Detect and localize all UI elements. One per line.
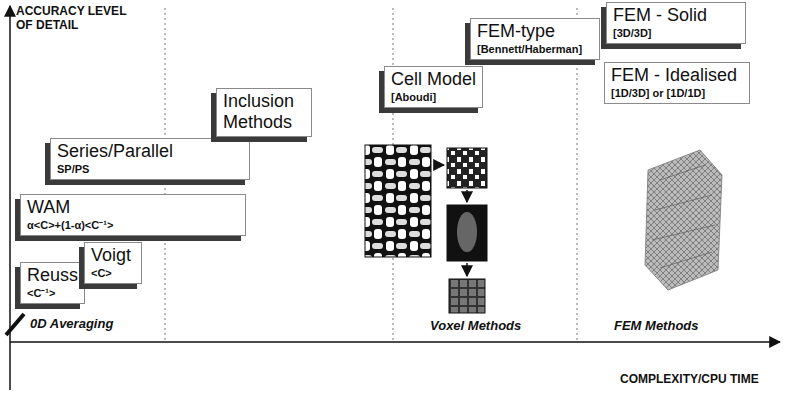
reuss-box: Reuss<C⁻¹>: [20, 262, 85, 304]
region-label: FEM Methods: [614, 318, 699, 333]
wam-box: WAMα<C>+(1-α)<C⁻¹>: [20, 194, 246, 236]
region-label: 0D Averaging: [30, 316, 113, 331]
fem-mesh-illustration: [645, 150, 722, 290]
box-title: Inclusion Methods: [223, 91, 305, 133]
inclusion-methods-box: Inclusion Methods: [216, 88, 312, 137]
fem-idealised-box: FEM - Idealised[1D/3D] or [1D/1D]: [604, 62, 750, 104]
axis-label: ACCURACY LEVEL OF DETAIL: [16, 4, 146, 32]
box-title: Reuss: [27, 265, 78, 286]
voigt-box: Voigt<C>: [84, 242, 142, 284]
origin-stroke: [6, 314, 24, 335]
box-title: Series/Parallel: [57, 141, 243, 162]
box-formula: [Aboudi]: [391, 90, 476, 104]
box-formula: <C>: [91, 266, 135, 280]
box-title: FEM - Solid: [613, 5, 739, 26]
horizontal-axis: [10, 341, 780, 343]
voxel-illustration: [365, 145, 487, 313]
cell-model-box: Cell Model[Aboudi]: [384, 66, 483, 108]
box-formula: [Bennett/Haberman]: [477, 42, 593, 56]
series-parallel-box: Series/ParallelSP/PS: [50, 138, 250, 180]
axis-label: COMPLEXITY/CPU TIME: [620, 372, 759, 386]
box-formula: [3D/3D]: [613, 26, 739, 40]
fem-type-box: FEM-type[Bennett/Haberman]: [470, 18, 600, 60]
box-title: Cell Model: [391, 69, 476, 90]
box-formula: <C⁻¹>: [27, 286, 78, 300]
box-formula: SP/PS: [57, 162, 243, 176]
region-label: Voxel Methods: [430, 318, 521, 333]
box-title: FEM - Idealised: [611, 65, 743, 86]
box-title: WAM: [27, 197, 239, 218]
box-formula: [1D/3D] or [1D/1D]: [611, 86, 743, 100]
box-title: FEM-type: [477, 21, 593, 42]
fem-solid-box: FEM - Solid[3D/3D]: [606, 2, 746, 44]
box-formula: α<C>+(1-α)<C⁻¹>: [27, 218, 239, 232]
box-title: Voigt: [91, 245, 135, 266]
